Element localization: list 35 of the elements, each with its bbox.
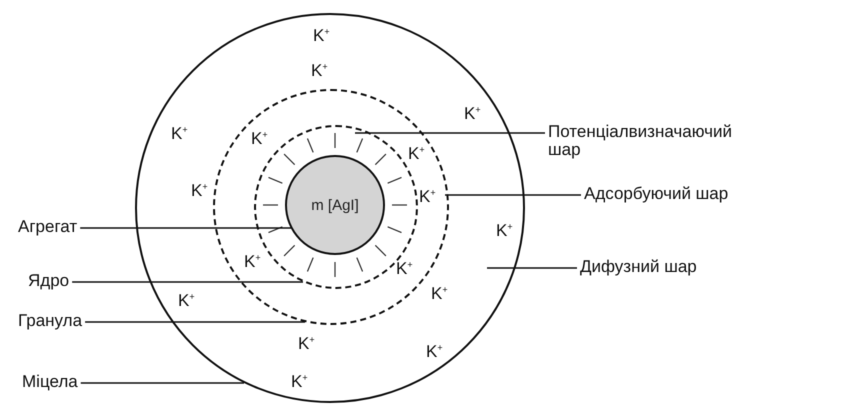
leader-line	[445, 194, 581, 196]
ion-label: K$^{+}$	[431, 285, 448, 302]
part-label: Гранула	[18, 312, 82, 330]
outer-circle	[135, 13, 525, 403]
part-label: Дифузний шар	[580, 258, 697, 276]
ion-label: K$^{+}$	[251, 130, 268, 147]
part-label: Ядро	[28, 272, 70, 290]
particle-disc	[285, 155, 385, 255]
ion-label: K$^{+}$	[408, 145, 425, 162]
leader-line	[355, 132, 545, 134]
ion-label: K$^{+}$	[419, 188, 436, 205]
ion-label: K$^{+}$	[178, 292, 195, 309]
dashed-circle	[213, 89, 449, 325]
ion-label: K$^{+}$	[244, 253, 261, 270]
ion-label: K$^{+}$	[313, 27, 330, 44]
ion-label: K$^{+}$	[464, 105, 481, 122]
ion-label: K$^{+}$	[426, 343, 443, 360]
ion-label: K$^{+}$	[191, 182, 208, 199]
ion-label: K$^{+}$	[291, 373, 308, 390]
ion-label: K$^{+}$	[171, 125, 188, 142]
leader-line	[85, 321, 305, 323]
leader-line	[487, 267, 577, 269]
ion-label: K$^{+}$	[396, 260, 413, 277]
part-label: Міцела	[22, 372, 78, 392]
ion-label: K$^{+}$	[311, 62, 328, 79]
ion-label: K$^{+}$	[298, 335, 315, 352]
dashed-circle	[254, 125, 418, 289]
part-label: Адсорбуючий шар	[584, 184, 728, 204]
ion-label: K$^{+}$	[496, 222, 513, 239]
part-label: Агрегат	[18, 218, 78, 236]
part-label: Потенціалвизначаючий шар	[548, 122, 753, 160]
leader-line	[80, 382, 244, 384]
leader-line	[72, 281, 303, 283]
leader-line	[80, 227, 291, 229]
formula-text: m [AgI]	[311, 196, 359, 214]
